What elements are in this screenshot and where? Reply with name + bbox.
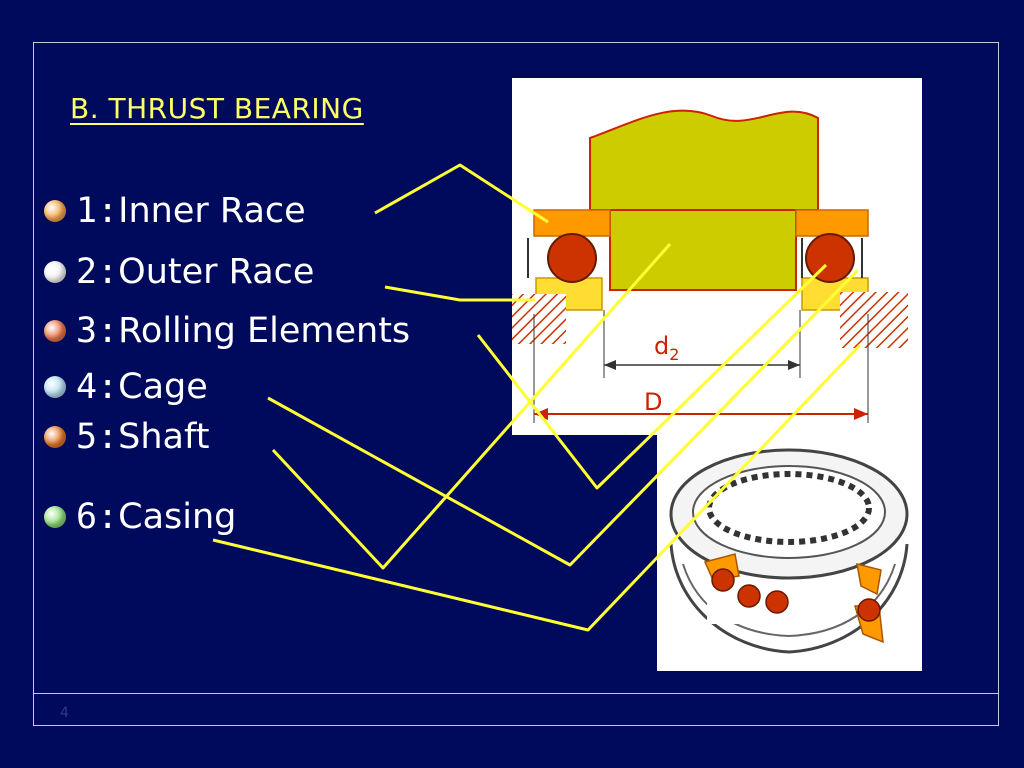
ball-4 xyxy=(857,598,881,622)
legend-item-separator: : xyxy=(97,252,119,292)
legend-item-number: 5 xyxy=(76,417,98,457)
legend-item-separator: : xyxy=(97,417,119,457)
legend-item-cage: 4 : Cage xyxy=(44,367,208,407)
cross-section-diagram: d2 D xyxy=(512,78,922,435)
leader-inner-race xyxy=(374,163,549,224)
legend-item-label: Inner Race xyxy=(118,191,306,231)
bullet-icon xyxy=(44,200,66,222)
ball-1 xyxy=(711,568,735,592)
cage-right xyxy=(801,238,863,278)
legend-item-label: Cage xyxy=(118,367,208,407)
ball-3 xyxy=(765,590,789,614)
legend-item-separator: : xyxy=(97,497,119,537)
leader-outer-race xyxy=(384,285,535,302)
legend-item-rolling-elements: 3 : Rolling Elements xyxy=(44,311,410,351)
footer-divider xyxy=(33,693,999,694)
legend-item-separator: : xyxy=(97,367,119,407)
ball-left xyxy=(547,233,597,283)
cross-section-svg: d2 D xyxy=(512,109,908,423)
bullet-icon xyxy=(44,261,66,283)
legend-item-label: Casing xyxy=(118,497,237,537)
ball-right xyxy=(805,233,855,283)
bullet-icon xyxy=(44,426,66,448)
legend-item-number: 6 xyxy=(76,497,98,537)
legend-item-label: Outer Race xyxy=(118,252,315,292)
legend-item-number: 1 xyxy=(76,191,98,231)
slide-title: B. THRUST BEARING xyxy=(70,92,364,125)
legend-item-outer-race: 2 : Outer Race xyxy=(44,252,314,292)
legend-item-separator: : xyxy=(97,191,119,231)
D-label: D xyxy=(644,388,662,416)
shaft-body xyxy=(589,109,819,211)
race-segment-right xyxy=(856,562,882,596)
legend-item-label: Shaft xyxy=(118,417,210,457)
inner-race-right xyxy=(795,209,869,237)
leader-rolling-elements xyxy=(476,263,828,490)
ball-2 xyxy=(737,584,761,608)
slide-frame xyxy=(33,42,999,726)
legend-item-number: 2 xyxy=(76,252,98,292)
legend-item-number: 4 xyxy=(76,367,98,407)
legend-item-number: 3 xyxy=(76,311,98,351)
legend-item-inner-race: 1 : Inner Race xyxy=(44,191,306,231)
casing-left xyxy=(512,294,566,344)
leader-cage xyxy=(267,268,860,567)
legend-item-casing: 6 : Casing xyxy=(44,497,236,537)
bullet-icon xyxy=(44,376,66,398)
casing-right xyxy=(840,292,908,348)
bullet-icon xyxy=(44,506,66,528)
bullet-icon xyxy=(44,320,66,342)
legend-item-separator: : xyxy=(97,311,119,351)
slide-number: 4 xyxy=(60,705,69,721)
inner-race-left xyxy=(533,209,611,237)
leader-casing xyxy=(212,343,862,632)
legend-item-shaft: 5 : Shaft xyxy=(44,417,209,457)
d2-label: d2 xyxy=(654,332,679,364)
legend-item-label: Rolling Elements xyxy=(118,311,411,351)
leader-shaft xyxy=(271,243,672,570)
